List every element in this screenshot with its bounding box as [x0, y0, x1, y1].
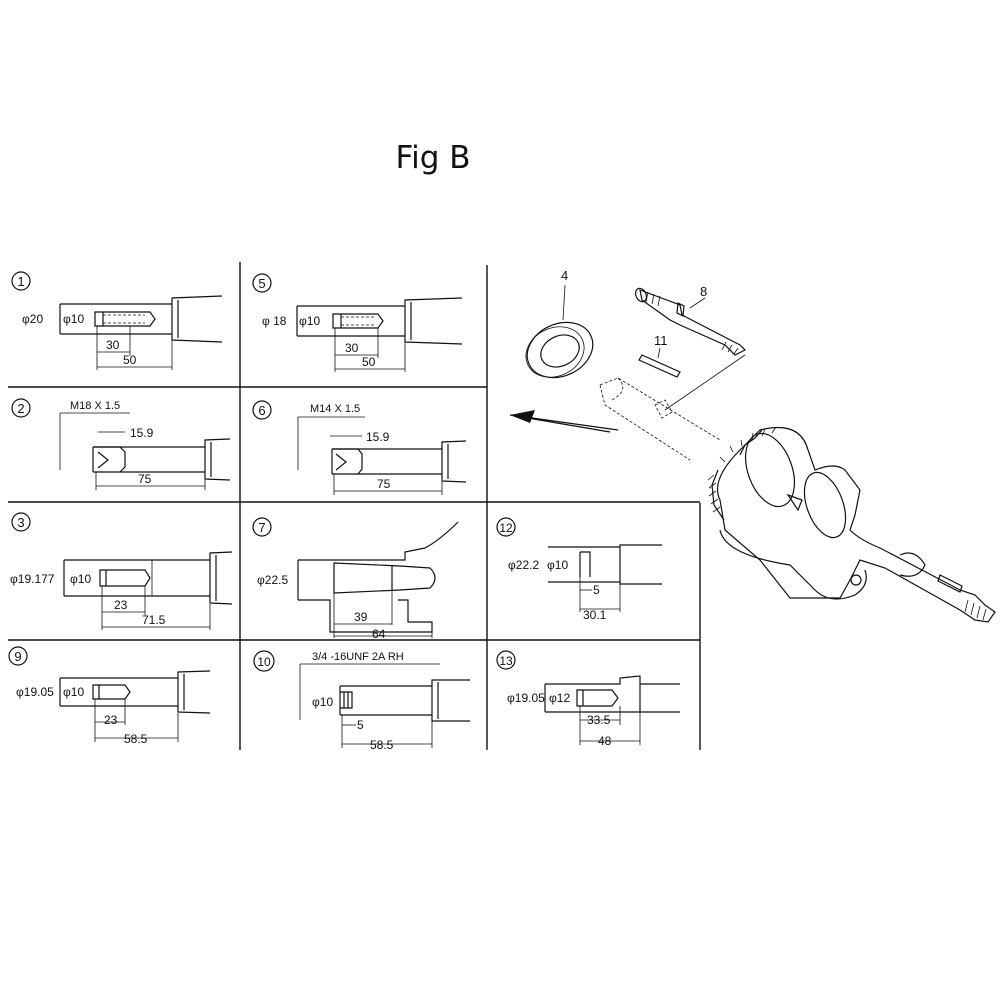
length-1: 30 [106, 338, 120, 352]
diameter-inner: φ10 [299, 314, 320, 328]
diameter-outer: φ 18 [262, 314, 287, 328]
panel-12: 12 φ22.2 φ10 5 30.1 [496, 517, 662, 622]
panel-number: 7 [258, 520, 265, 535]
crankshaft-body [707, 426, 996, 623]
diameter-inner: φ10 [63, 685, 84, 699]
diameter-outer: φ22.2 [508, 558, 539, 572]
diameter-outer: φ22.5 [257, 573, 288, 587]
length-2: 71.5 [142, 613, 166, 627]
panel-number: 6 [258, 403, 265, 418]
diameter-inner: φ10 [312, 695, 333, 709]
panel-13: 13 φ19.05 φ12 33.5 48 [496, 650, 680, 748]
panel-7: 7 φ22.5 39 64 [252, 517, 459, 641]
diameter-inner: φ10 [70, 572, 91, 586]
length-1: 23 [114, 598, 128, 612]
length-1: 15.9 [366, 430, 390, 444]
length-2: 50 [362, 355, 376, 369]
panel-5: 5 φ 18 φ10 30 50 [252, 273, 463, 372]
length-2: 75 [377, 477, 391, 491]
length-2: 64 [372, 627, 386, 641]
panel-number: 10 [257, 655, 271, 669]
length-1: 39 [354, 610, 368, 624]
panel-6: 6 M14 X 1.5 15.9 75 [252, 400, 467, 495]
diameter-outer: φ19.05 [507, 691, 545, 705]
panel-number: 5 [258, 276, 265, 291]
figure-title: Fig B [395, 140, 471, 176]
thread-spec: 3/4 -16UNF 2A RH [312, 651, 404, 663]
diameter-outer: φ19.05 [16, 685, 54, 699]
callout-8: 8 [700, 284, 707, 299]
panel-grid [8, 262, 701, 750]
length-1: 30 [345, 341, 359, 355]
diameter-inner: φ12 [549, 691, 570, 705]
length-1: 33.5 [587, 713, 611, 727]
crankshaft-exploded-view: 4 8 11 [509, 268, 996, 623]
diameter-outer: φ19.177 [10, 572, 55, 586]
length-1: 23 [104, 713, 118, 727]
panel-number: 2 [17, 401, 24, 416]
panel-2: 2 M18 X 1.5 15.9 75 [11, 398, 231, 490]
callout-4: 4 [561, 268, 568, 283]
diameter-outer: φ20 [22, 312, 43, 326]
washer-part: 4 [525, 268, 594, 379]
panel-number: 13 [499, 654, 513, 668]
pto-shaft-part: 8 [634, 284, 747, 356]
panel-10: 10 3/4 -16UNF 2A RH φ10 5 58.5 [253, 650, 470, 752]
panel-3: 3 φ19.177 φ10 23 71.5 [10, 512, 233, 630]
thread-spec: M14 X 1.5 [310, 403, 360, 415]
length-2: 58.5 [370, 738, 394, 752]
panel-9: 9 φ19.05 φ10 23 58.5 [8, 646, 211, 746]
diameter-inner: φ10 [547, 558, 568, 572]
key-part: 11 [638, 333, 681, 378]
thread-spec: M18 X 1.5 [70, 400, 120, 412]
length-2: 75 [138, 472, 152, 486]
length-2: 30.1 [583, 608, 607, 622]
length-2: 50 [123, 353, 137, 367]
length-2: 48 [598, 734, 612, 748]
panel-number: 3 [17, 515, 24, 530]
direction-arrow [509, 410, 619, 433]
length-2: 58.5 [124, 732, 148, 746]
panel-number: 1 [17, 274, 24, 289]
diameter-inner: φ10 [63, 312, 84, 326]
length-1: 15.9 [130, 426, 154, 440]
length-1: 5 [357, 718, 364, 732]
panel-number: 12 [499, 521, 513, 535]
length-1: 5 [593, 583, 600, 597]
panel-1: 1 φ20 φ10 30 50 [11, 271, 223, 370]
panel-number: 9 [14, 649, 21, 664]
callout-11: 11 [654, 333, 668, 348]
